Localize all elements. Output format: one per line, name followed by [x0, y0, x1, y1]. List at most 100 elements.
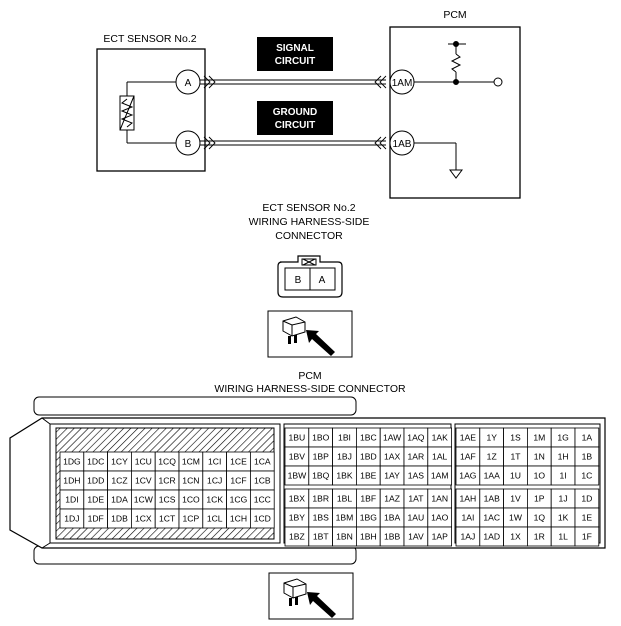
pcm-cell-label: 1BR	[312, 494, 329, 504]
pcm-cell-label: 1AD	[483, 532, 500, 542]
pcm-cell-label: 1AI	[461, 513, 474, 523]
pcm-cell-label: 1CJ	[207, 476, 222, 486]
pcm-cell-label: 1W	[509, 513, 523, 523]
pcm-cell-label: 1CX	[135, 514, 152, 524]
sensor-connector-caption-1: ECT SENSOR No.2	[262, 202, 355, 214]
signal-circuit-box	[257, 37, 333, 71]
sensor-pin-b	[175, 130, 201, 156]
pcm-cell-label: 1DE	[87, 495, 104, 505]
pcm-cell-label: 1AF	[460, 452, 476, 462]
signal-circuit-line2: CIRCUIT	[275, 56, 316, 67]
pcm-cell-label: 1AS	[408, 471, 425, 481]
pcm-cell-label: 1BY	[289, 513, 306, 523]
pcm-cell-label: 1CE	[230, 457, 247, 467]
pcm-pin-1am-label: 1AM	[392, 78, 413, 89]
pcm-cell-label: 1CV	[135, 476, 152, 486]
pcm-cell-label: 1N	[534, 452, 545, 462]
signal-wire	[200, 75, 387, 89]
pcm-cell-box	[427, 526, 452, 547]
pcm-cell-label: 1X	[510, 532, 521, 542]
pcm-cell-label: 1BX	[289, 494, 306, 504]
sensor-connector-caption-3: CONNECTOR	[275, 230, 343, 242]
pcm-connector-caption-1: PCM	[298, 370, 321, 382]
pcm-cell-label: 1BJ	[337, 452, 352, 462]
pcm-cell-label: 1AX	[384, 452, 401, 462]
pcm-cell-label: 1D	[581, 494, 592, 504]
pcm-cell-label: 1BZ	[289, 532, 305, 542]
signal-circuit-line1: SIGNAL	[276, 43, 314, 54]
thermistor-symbol	[119, 81, 176, 144]
pcm-cell-label: 1AN	[431, 494, 448, 504]
pcm-cell-label: 1BB	[384, 532, 401, 542]
pcm-cell-label: 1BW	[288, 471, 308, 481]
pcm-cell-label: 1AO	[431, 513, 449, 523]
pcm-cell-label: 1V	[510, 494, 521, 504]
pcm-cell-label: 1DF	[88, 514, 104, 524]
pcm-cell-label: 1CZ	[111, 476, 127, 486]
pcm-cell-label: 1AP	[432, 532, 449, 542]
pcm-cell-label: 1CM	[182, 457, 200, 467]
ground-wire	[200, 136, 387, 150]
pcm-cell-label: 1AM	[431, 471, 449, 481]
pcm-cell-label: 1CI	[208, 457, 221, 467]
pcm-cell-label: 1M	[533, 433, 545, 443]
pcm-cell-label: 1CH	[230, 514, 247, 524]
pcm-cell-label: 1R	[534, 532, 545, 542]
pcm-cell-label: 1DJ	[64, 514, 79, 524]
pcm-cell-box	[574, 526, 600, 547]
pcm-cell-label: 1A	[582, 433, 593, 443]
pcm-cell-label: 1BH	[360, 532, 377, 542]
pcm-cell-label: 1CG	[230, 495, 248, 505]
pcm-cell-label: 1CS	[159, 495, 176, 505]
pcm-cell-label: 1DC	[87, 457, 104, 467]
pcm-cell-label: 1CF	[230, 476, 246, 486]
pcm-cell-label: 1AK	[432, 433, 449, 443]
pcm-internal-circuit	[414, 41, 503, 179]
view-direction-icon-2	[268, 572, 354, 620]
pcm-cell-label: 1BS	[313, 513, 330, 523]
pcm-cell-label: 1Q	[534, 513, 546, 523]
pcm-cell-label: 1DD	[87, 476, 104, 486]
pcm-cell-label: 1BT	[313, 532, 330, 542]
pcm-cell-label: 1AT	[408, 494, 424, 504]
pcm-cell-box	[427, 465, 452, 486]
pcm-cell-label: 1F	[582, 532, 592, 542]
pcm-cell-label: 1CW	[134, 495, 154, 505]
pcm-cell-label: 1BM	[336, 513, 354, 523]
sensor-connector-caption-2: WIRING HARNESS-SIDE	[249, 216, 370, 228]
pcm-cell-label: 1BI	[338, 433, 351, 443]
pcm-cell-label: 1K	[558, 513, 569, 523]
pcm-cell-label: 1AA	[484, 471, 501, 481]
pcm-cell-label: 1BU	[289, 433, 306, 443]
pcm-cell-label: 1BG	[360, 513, 378, 523]
pcm-cell-label: 1BN	[336, 532, 353, 542]
sensor-connector-pin-b: B	[295, 275, 302, 286]
pcm-cell-label: 1AL	[432, 452, 448, 462]
sensor-pin-a	[175, 69, 201, 95]
pcm-cell-label: 1AW	[383, 433, 402, 443]
pcm-cell-label: 1CC	[254, 495, 271, 505]
sensor-pin-a-label: A	[185, 78, 192, 89]
ground-circuit-line1: GROUND	[273, 107, 317, 118]
pcm-cell-label: 1DA	[111, 495, 128, 505]
sensor-connector-pin-a: A	[319, 275, 326, 286]
ground-circuit-box	[257, 101, 333, 135]
pcm-cell-label: 1CA	[254, 457, 271, 467]
pcm-cell-label: 1DH	[63, 476, 80, 486]
pcm-connector-caption-2: WIRING HARNESS-SIDE CONNECTOR	[214, 383, 406, 395]
pcm-cell-box	[574, 465, 600, 486]
pcm-cell-label: 1H	[558, 452, 569, 462]
pcm-cell-label: 1CL	[207, 514, 223, 524]
sensor-pin-b-label: B	[185, 139, 192, 150]
pcm-cell-label: 1I	[560, 471, 567, 481]
pcm-cell-label: 1AU	[408, 513, 425, 523]
pcm-title: PCM	[443, 9, 466, 21]
pcm-cell-label: 1BE	[360, 471, 377, 481]
pcm-cell-label: 1B	[582, 452, 593, 462]
ground-circuit-line2: CIRCUIT	[275, 120, 316, 131]
pcm-cell-label: 1CK	[206, 495, 223, 505]
pcm-cell-label: 1CU	[135, 457, 152, 467]
pcm-cell-label: 1Z	[487, 452, 497, 462]
pcm-cell-label: 1AH	[460, 494, 477, 504]
